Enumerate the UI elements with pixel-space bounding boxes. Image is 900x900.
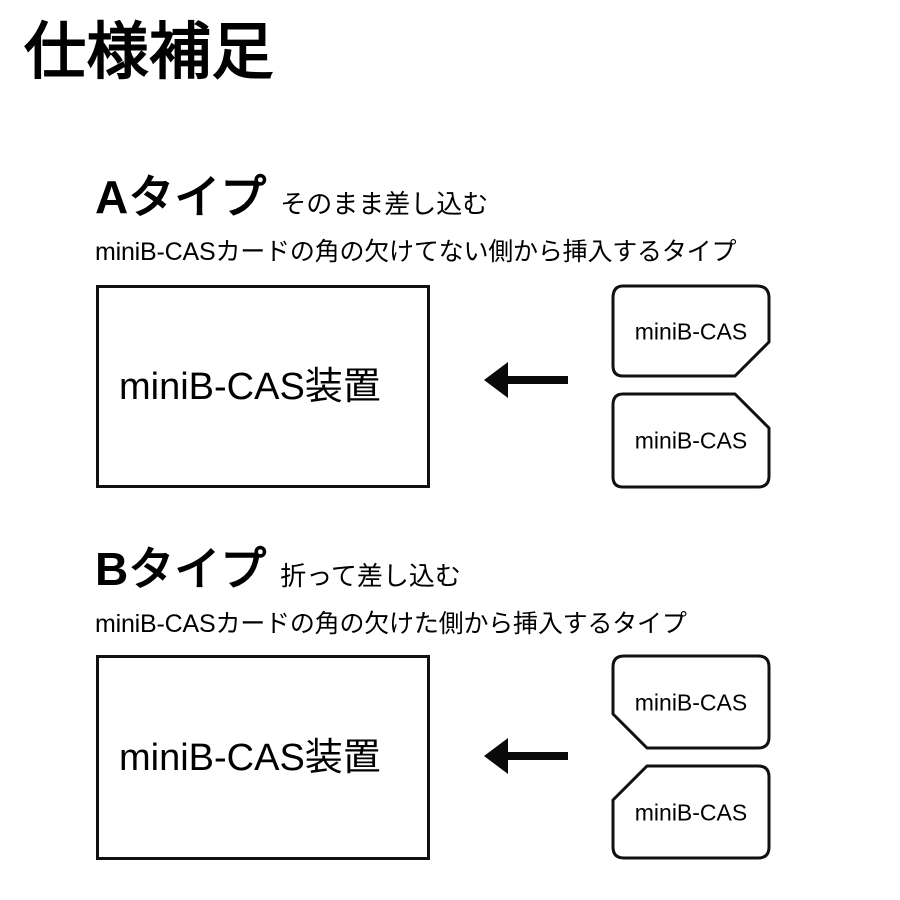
section-a-heading-main: Aタイプ xyxy=(95,171,267,223)
section-b-device-label: miniB-CAS装置 xyxy=(119,736,381,779)
section-a-insert-arrow-icon xyxy=(478,358,570,407)
section-b-heading-sub: 折って差し込む xyxy=(280,561,461,591)
section-b-card-1: miniB-CAS xyxy=(611,654,771,751)
section-a-card-1: miniB-CAS xyxy=(611,284,771,379)
section-a-device-label: miniB-CAS装置 xyxy=(119,365,381,408)
section-b-device-box: miniB-CAS装置 xyxy=(96,655,430,860)
page-title: 仕様補足 xyxy=(24,18,275,87)
section-a-heading-sub: そのまま差し込む xyxy=(280,189,489,219)
section-a-heading: Aタイプ そのまま差し込む xyxy=(95,174,488,220)
section-a-device-box: miniB-CAS装置 xyxy=(96,285,430,488)
section-a-description: miniB-CASカードの角の欠けてない側から挿入するタイプ xyxy=(95,238,737,266)
section-b-insert-arrow-icon xyxy=(478,734,570,783)
section-b-card-2: miniB-CAS xyxy=(611,764,771,861)
section-b-heading: Bタイプ 折って差し込む xyxy=(95,546,461,592)
section-b-description: miniB-CASカードの角の欠けた側から挿入するタイプ xyxy=(95,610,687,638)
section-a-card-2: miniB-CAS xyxy=(611,392,771,490)
section-b-heading-main: Bタイプ xyxy=(95,543,267,595)
